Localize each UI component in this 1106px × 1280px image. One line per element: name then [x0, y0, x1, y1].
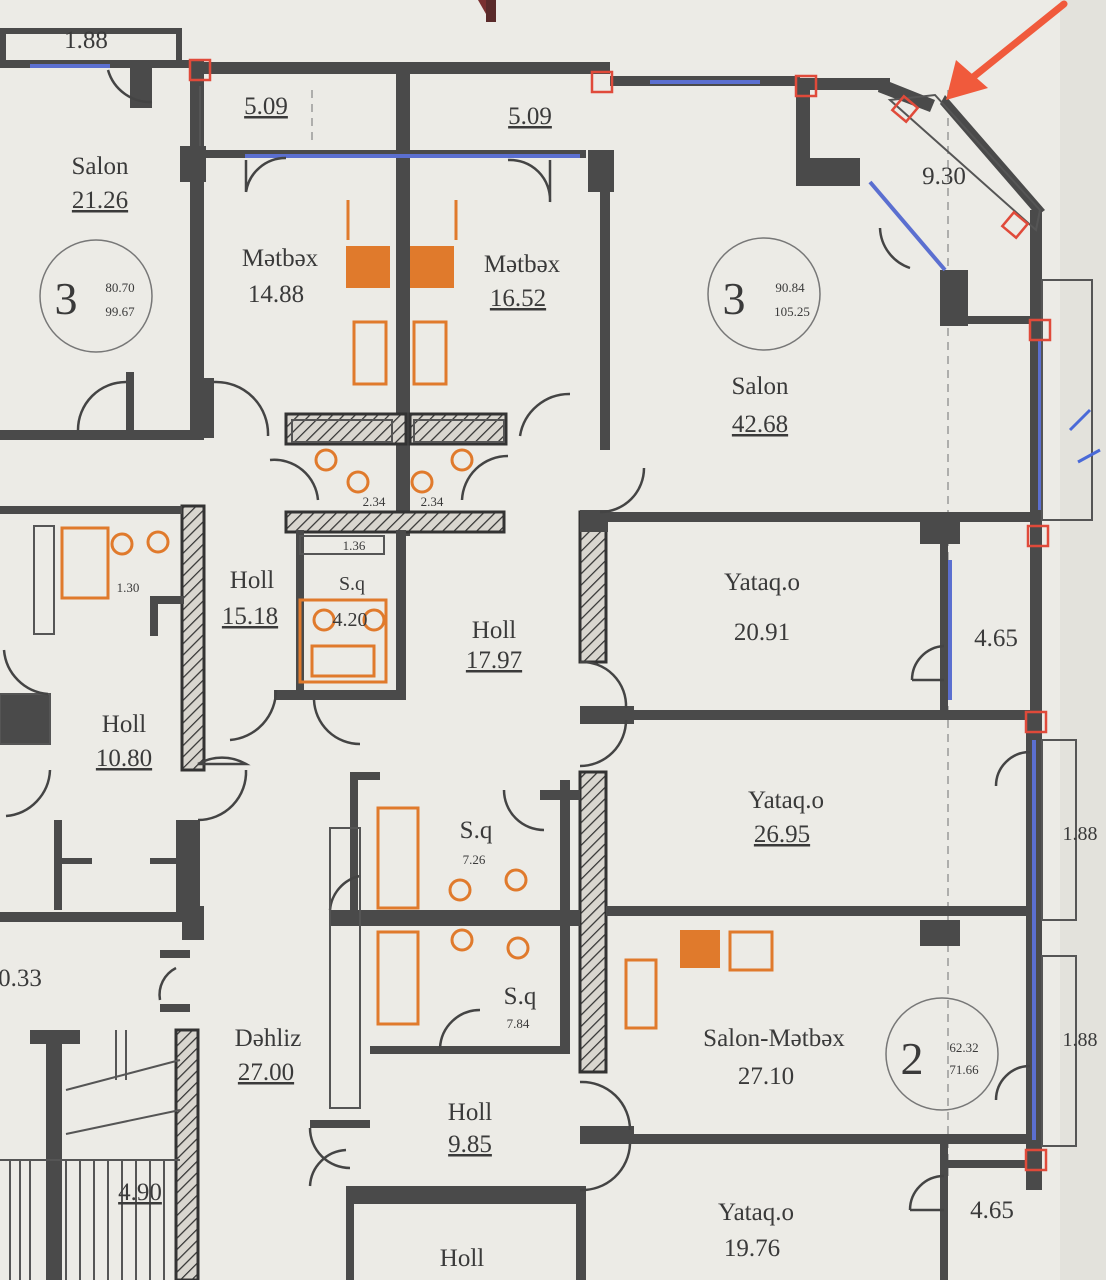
room-name-holl-d: Holl	[448, 1099, 493, 1126]
dimension-labels: 1.88 5.09 5.09 1.88 1.88 0.33 4.90 1.30 …	[0, 27, 1098, 1206]
room-name-yataq-3: Yataq.o	[718, 1199, 794, 1226]
dim-shaft-1: 1.30	[117, 580, 140, 595]
room-area-salon-metbex: 27.10	[738, 1063, 794, 1090]
dim-top-mid-2: 5.09	[508, 103, 552, 130]
dim-left-mid: 0.33	[0, 965, 42, 992]
room-name-holl-b: Holl	[472, 617, 517, 644]
room-name-sq-2: S.q	[504, 983, 537, 1010]
room-area-balcony-2: 4.65	[970, 1197, 1014, 1224]
room-name-salon-metbex: Salon-Mətbəx	[703, 1025, 845, 1052]
room-area-balcony-1: 4.65	[974, 625, 1018, 652]
room-area-metbex-right: 16.52	[490, 285, 546, 312]
room-area-balcony-top: 9.30	[922, 163, 966, 190]
north-mark	[478, 0, 496, 22]
room-area-metbex-left: 14.88	[248, 281, 304, 308]
apartment-1-area-top: 80.70	[105, 280, 134, 295]
room-name-salon-big: Salon	[732, 373, 789, 400]
room-area-sq-1: 7.26	[463, 852, 486, 867]
room-area-sq-2: 7.84	[507, 1016, 530, 1031]
apartment-1-rooms: 3	[55, 273, 78, 324]
room-area-holl-d: 9.85	[448, 1131, 492, 1158]
columns	[188, 58, 1052, 1172]
apartment-1-area-bottom: 99.67	[105, 304, 135, 319]
dim-shaft-4: 1.36	[343, 538, 366, 553]
room-name-yataq-1: Yataq.o	[724, 569, 800, 596]
balconies	[199, 86, 1093, 1147]
apartment-badges	[39, 237, 999, 1111]
walls	[0, 28, 1045, 1280]
room-area-yataq-2: 26.95	[754, 821, 810, 848]
room-name-holl-c: Holl	[102, 711, 147, 738]
room-area-salon-big: 42.68	[732, 411, 788, 438]
apartment-2-rooms: 3	[723, 273, 746, 324]
doors	[2, 69, 1031, 1212]
vent-shafts	[33, 419, 505, 635]
dim-shaft-3: 2.34	[421, 494, 444, 509]
room-name-sq-1: S.q	[460, 817, 493, 844]
arrow-annotation	[946, 0, 1068, 100]
room-name-metbex-right: Mətbəx	[484, 251, 561, 278]
room-labels: Salon 21.26 Mətbəx 14.88 Mətbəx 16.52 Sa…	[72, 153, 1018, 1272]
dim-top-left: 1.88	[64, 27, 108, 54]
apartment-2-area-top: 90.84	[775, 280, 805, 295]
dim-right-1: 1.88	[1063, 823, 1098, 845]
room-name-holl-a: Holl	[230, 567, 275, 594]
room-area-holl-b: 17.97	[466, 647, 522, 674]
dim-shaft-2: 2.34	[363, 494, 386, 509]
apartment-3-rooms: 2	[901, 1033, 924, 1084]
room-area-yataq-1: 20.91	[734, 619, 790, 646]
room-area-salon-left: 21.26	[72, 187, 128, 214]
dim-bottom-left: 4.90	[118, 1179, 162, 1206]
apartment-3-area-top: 62.32	[949, 1040, 978, 1055]
glazing	[30, 64, 1042, 1140]
room-name-sq-small: S.q	[339, 573, 365, 595]
room-area-holl-c: 10.80	[96, 745, 152, 772]
dim-top-mid-1: 5.09	[244, 93, 288, 120]
paper-shade	[1060, 0, 1106, 1280]
apartment-labels: 3 80.70 99.67 3 90.84 105.25 2 62.32 71.…	[55, 273, 980, 1084]
apartment-3-area-bottom: 71.66	[949, 1062, 979, 1077]
room-area-holl-a: 15.18	[222, 603, 278, 630]
fixtures	[60, 200, 774, 1030]
dim-right-2: 1.88	[1063, 1029, 1098, 1051]
room-name-holl-e: Holl	[440, 1245, 485, 1272]
stair	[0, 1030, 181, 1280]
pen-marks	[1068, 408, 1101, 464]
room-area-yataq-3: 19.76	[724, 1235, 780, 1262]
room-name-dahliz: Dəhliz	[235, 1025, 302, 1052]
room-name-salon-left: Salon	[72, 153, 129, 180]
room-name-metbex-left: Mətbəx	[242, 245, 319, 272]
room-area-dahliz: 27.00	[238, 1059, 294, 1086]
apartment-2-area-bottom: 105.25	[774, 304, 810, 319]
room-name-yataq-2: Yataq.o	[748, 787, 824, 814]
room-area-sq-small: 4.20	[333, 609, 368, 631]
